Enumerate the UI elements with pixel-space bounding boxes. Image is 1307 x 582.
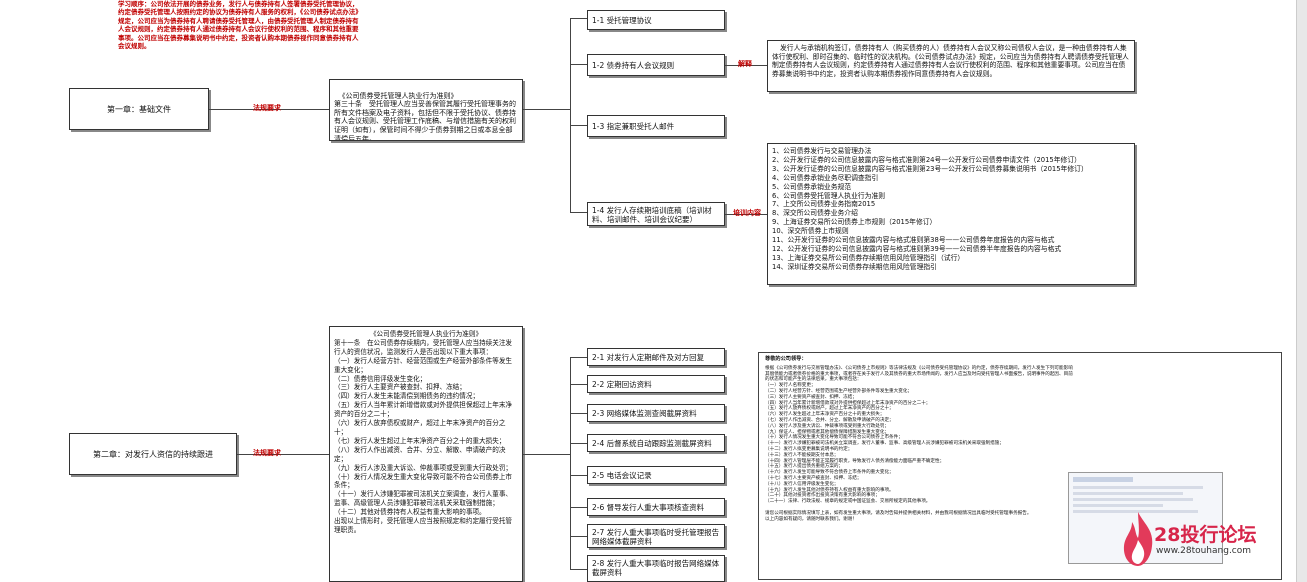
chapter1-item-4[interactable]: 1-4 发行人存续期培训底稿（培训材料、培训邮件、培训会议纪要） <box>587 202 725 226</box>
explain-box[interactable]: 发行人与承销机构签订，债券持有人（购买债券的人）债券持有人会议又称公司债权人会议… <box>767 40 1135 92</box>
chapter1-law-box[interactable]: 《公司债券受托管理人执业行为准则》 第三十条 受托管理人应当妥善保管其履行受托管… <box>329 79 523 141</box>
explain-label: 解释 <box>738 60 752 68</box>
notice-footer: 请您公司根据实际情况填写上表，如有发生重大事项，请及时告知并提供相关材料，并由我… <box>765 510 1032 522</box>
training-list-item: 8、深交所公司债券业务介绍 <box>772 209 858 218</box>
chapter1-law-label: 法规要求 <box>253 104 281 112</box>
chapter1-title: 第一章：基础文件 <box>107 104 171 114</box>
chapter1-item-1[interactable]: 1-1 受托管理协议 <box>587 10 725 30</box>
vertical-scrollbar[interactable] <box>1296 0 1307 582</box>
chapter1-item-2[interactable]: 1-2 债券持有人会议规则 <box>587 54 725 76</box>
training-list-item: 2、公开发行证券的公司信息披露内容与格式准则第24号—公开发行公司债券申请文件（… <box>772 155 1081 164</box>
chapter1-item-3[interactable]: 1-3 指定兼职受托人邮件 <box>587 115 725 137</box>
training-list-item: 11、公开发行证券的公司信息披露内容与格式准则第38号——公司债券年度报告的内容… <box>772 236 1055 245</box>
chapter2-item-5[interactable]: 2-5 电话会议记录 <box>587 466 725 484</box>
chapter1-law-text: 《公司债券受托管理人执业行为准则》 第三十条 受托管理人应当妥善保管其履行受托管… <box>334 91 516 141</box>
chapter2-title-box[interactable]: 第二章：对发行人资信的持续跟进 <box>69 433 237 475</box>
training-list-item: 4、公司债券承销业务尽职调查指引 <box>772 173 879 182</box>
chapter2-law-label: 法规要求 <box>253 449 281 457</box>
chapter2-law-text: 第十一条 在公司债券存续期内，受托管理人应当持续关注发行人的资信状况，监测发行人… <box>334 338 513 534</box>
training-list-item: 10、深交所债券上市规则 <box>772 227 849 236</box>
chapter2-item-7[interactable]: 2-7 发行人重大事项临时受托管理报告网络媒体截屏资料 <box>587 524 725 548</box>
chapter2-item-8[interactable]: 2-8 发行人重大事项临时报告网络媒体截屏资料 <box>587 555 725 582</box>
watermark-url: www.28touhang.com <box>1156 546 1252 556</box>
chapter2-title: 第二章：对发行人资信的持续跟进 <box>93 449 213 459</box>
chapter2-item-4[interactable]: 2-4 后督系统自动跟踪监测截屏资料 <box>587 434 725 452</box>
flame-icon <box>1123 512 1153 566</box>
training-list-item: 14、深圳证券交易所公司债券存续期信用风险管理指引 <box>772 262 937 271</box>
top-note: 学习顺序：公司依法开展的债券业务，发行人与债券持有人签署债券受托管理协议，约定债… <box>118 0 359 50</box>
explain-text: 发行人与承销机构签订，债券持有人（购买债券的人）债券持有人会议又称公司债权人会议… <box>772 44 1129 78</box>
chapter2-item-6[interactable]: 2-6 督导发行人重大事项核查资料 <box>587 498 725 516</box>
notice-body: 根据《公司债券发行与交易管理办法》、《公司债券上市规则》等法律法规及《公司债券受… <box>765 365 1073 505</box>
training-list-item: 7、上交所公司债券业务指南2015 <box>772 200 876 209</box>
chapter2-item-3[interactable]: 2-3 网络媒体监测查阅截屏资料 <box>587 404 725 422</box>
notice-header: 尊敬的公司领导： <box>765 356 807 362</box>
training-list-item: 9、上海证券交易所公司债券上市规则（2015年修订） <box>772 218 937 227</box>
chapter1-title-box[interactable]: 第一章：基础文件 <box>69 88 209 130</box>
watermark: 28投行论坛 www.28touhang.com <box>1118 508 1283 572</box>
chapter2-law-title: 《公司债券受托管理人执业行为准则》 <box>369 330 483 338</box>
training-list-item: 3、公开发行证券的公司信息披露内容与格式准则第23号—公开发行公司债券募集说明书… <box>772 164 1088 173</box>
training-list-item: 5、公司债券承销业务规范 <box>772 182 852 191</box>
chapter2-law-box[interactable]: 《公司债券受托管理人执业行为准则》 第十一条 在公司债券存续期内，受托管理人应当… <box>329 326 523 582</box>
training-list-item: 13、上海证券交易所公司债券存续期信用风险管理指引（试行） <box>772 253 965 262</box>
chapter2-item-1[interactable]: 2-1 对发行人定期邮件及对方回复 <box>587 348 725 366</box>
training-label: 培训内容 <box>733 209 761 217</box>
training-list-item: 12、公开发行证券的公司信息披露内容与格式准则第39号——公司债券半年度报告的内… <box>772 244 1062 253</box>
chapter2-item-2[interactable]: 2-2 定期回访资料 <box>587 375 725 393</box>
training-list-item: 1、公司债券发行与交易管理办法 <box>772 147 872 155</box>
training-list-item: 6、公司债券受托管理人执业行为准则 <box>772 191 886 200</box>
watermark-brand: 28投行论坛 <box>1154 524 1257 546</box>
